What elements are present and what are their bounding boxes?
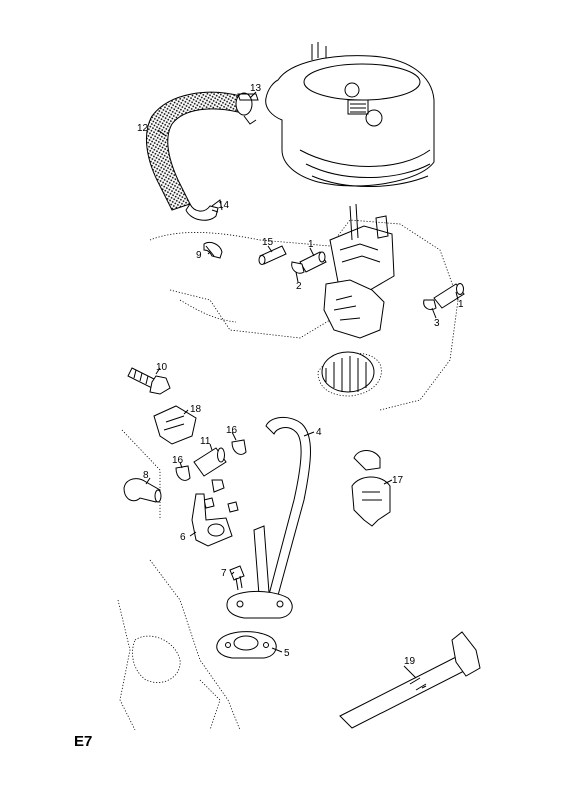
hose-clip-3	[423, 299, 437, 311]
label-part-17: 17	[392, 475, 404, 486]
label-part-10: 10	[156, 362, 168, 373]
bolt-7	[229, 565, 245, 591]
label-part-7: 7	[221, 568, 227, 579]
label-part-1-upper: 1	[308, 239, 314, 250]
page-code: E7	[74, 733, 93, 750]
label-part-5: 5	[284, 648, 290, 659]
label-part-18: 18	[190, 404, 202, 415]
pipe-flange	[226, 590, 293, 619]
label-part-4: 4	[316, 427, 322, 438]
small-fittings	[203, 479, 239, 513]
label-part-16-right: 16	[226, 425, 238, 436]
small-hose-1-lower	[433, 283, 465, 309]
label-part-19: 19	[404, 656, 416, 667]
bracket-6	[191, 493, 233, 547]
bolt-10	[127, 367, 171, 395]
label-part-15: 15	[262, 237, 274, 248]
gasket-5	[216, 631, 277, 659]
hose-clamp-13	[235, 92, 259, 125]
throttle-body	[323, 203, 395, 339]
label-part-1-lower: 1	[458, 299, 464, 310]
elbow-connector-8	[123, 478, 162, 503]
part-labels: 13 12 14 9 15 1 2 1 3 10 18 11 16 16 8 6…	[137, 83, 464, 667]
elbow-connector-9	[203, 241, 223, 259]
hose-clamp-16-left	[175, 465, 191, 481]
oil-filler-cap	[321, 351, 375, 393]
label-part-2: 2	[296, 281, 302, 292]
breather-hose	[146, 91, 241, 211]
label-part-16-left: 16	[172, 455, 184, 466]
air-cleaner-housing	[265, 42, 435, 187]
dipstick-tube	[265, 417, 311, 611]
hose-clamp-16-right	[231, 439, 247, 455]
label-part-11: 11	[200, 436, 211, 447]
label-part-14: 14	[218, 200, 230, 211]
clip-17	[351, 450, 391, 527]
short-hose-11	[193, 447, 227, 477]
cable-tie-19	[339, 631, 481, 729]
label-part-8: 8	[143, 470, 149, 481]
leader-lines	[145, 91, 459, 679]
label-part-6: 6	[180, 532, 186, 543]
label-part-3: 3	[434, 318, 440, 329]
label-part-9: 9	[196, 250, 202, 261]
small-hose-15	[258, 245, 287, 265]
retaining-clip-18	[153, 405, 197, 445]
hose-clip-2	[291, 261, 305, 274]
label-part-13: 13	[250, 83, 262, 94]
hose-clamp-14	[185, 199, 223, 221]
label-part-12: 12	[137, 123, 149, 134]
